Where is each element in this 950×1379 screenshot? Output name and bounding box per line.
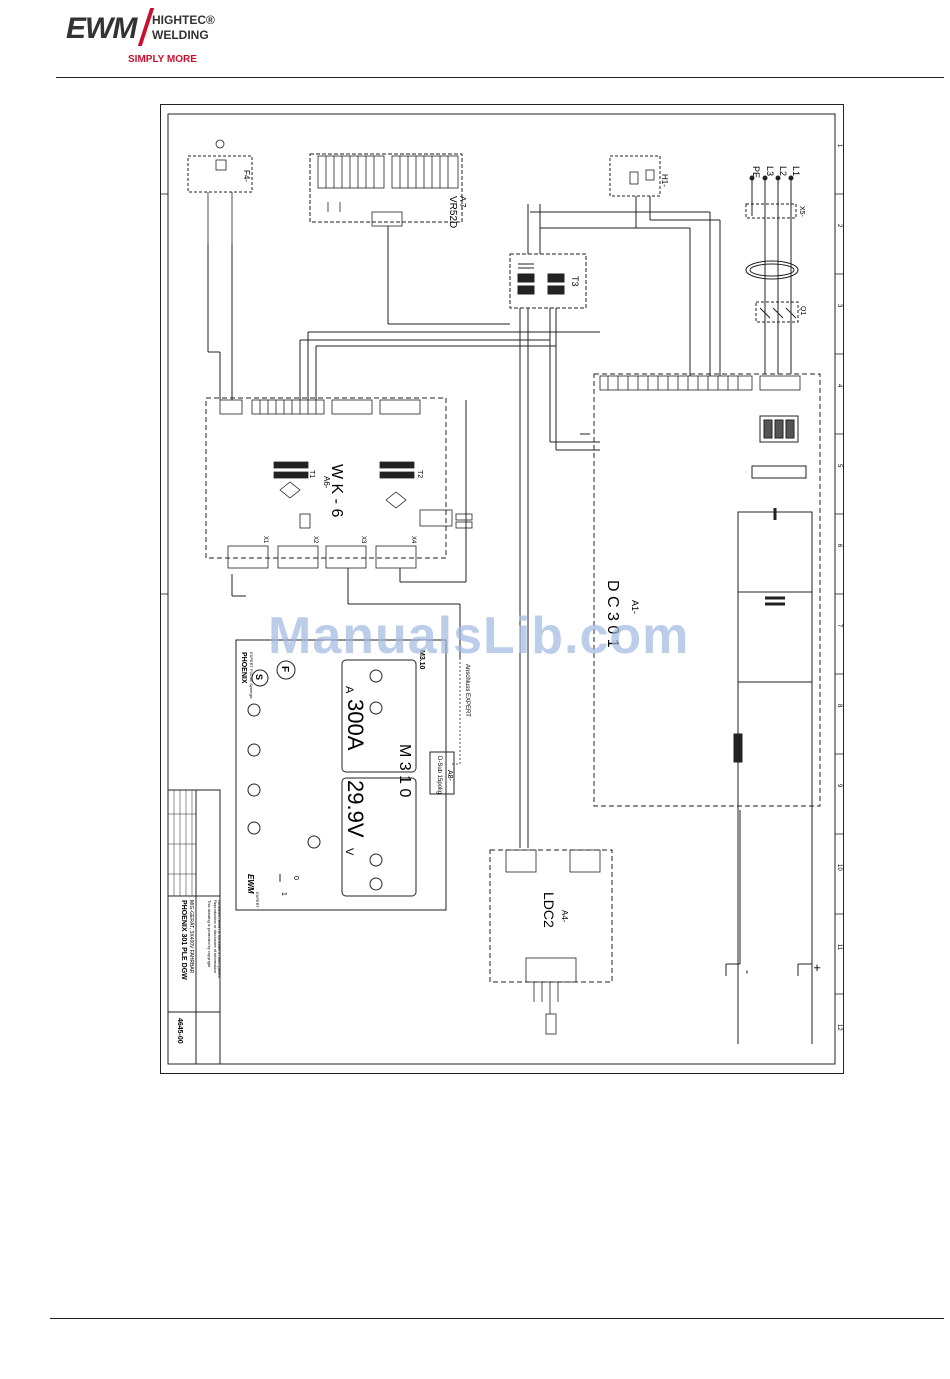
unit-amps: A: [343, 686, 355, 694]
dc301-name: D C 3 0 1: [604, 580, 621, 648]
output-minus: -: [741, 970, 755, 974]
display-current: 300A: [343, 699, 368, 751]
page-header: EWM HIGHTEC® WELDING SIMPLY MORE: [0, 0, 950, 80]
grid-number: 6: [836, 544, 842, 548]
t1-label: T1: [308, 470, 315, 478]
mains-label-l3: L3: [765, 166, 775, 176]
dc301-module: D C 3 0 1 A1-: [593, 373, 821, 1044]
grid-number: 7: [836, 624, 842, 628]
vr52d-name: VR52D: [447, 196, 458, 228]
wk6-module: W K - 6 A6- T1 T2 X1 X2 X3 X4: [205, 397, 473, 569]
m310-name: M 3 1 0: [396, 744, 413, 797]
grid-number: 9: [836, 784, 842, 788]
output-terminals: - +: [725, 963, 825, 976]
copyright-line-1: This drawing is protected by copyright: [207, 900, 212, 968]
outer-frame: [160, 104, 844, 1074]
panel-ewm: EWM: [246, 874, 255, 894]
grid-number: 3: [836, 304, 842, 308]
panel-brand: PHOENIX: [240, 652, 247, 684]
m310-ref: A8-: [446, 770, 453, 782]
h1-label: H1-: [660, 174, 669, 187]
t3-label: T3: [570, 276, 580, 287]
logo-hightec: HIGHTEC®: [152, 13, 215, 27]
ldc2-module: LDC2 A4-: [489, 849, 613, 1035]
footer-rule: [50, 1318, 944, 1319]
f4-fuse: F4-: [187, 139, 253, 244]
inner-frame: [167, 113, 836, 1065]
button-f-circle: [276, 660, 296, 680]
grid-number: 10: [836, 864, 842, 871]
wk6-name: W K - 6: [328, 464, 345, 517]
dsub-plug: [429, 751, 455, 795]
logo-word: EWM: [66, 12, 137, 45]
plug-x3: X3: [360, 536, 366, 544]
panel-brand-sub: EXPERT PULSE Synergic: [249, 652, 254, 699]
h1-lamp: H1-: [609, 155, 669, 197]
panel-model: M3.10: [418, 650, 425, 670]
mains-input: PE L3 L2 L1 X5- Q1: [745, 166, 806, 374]
anschluss-label: Anschluss EXPERT: [464, 664, 470, 717]
logo-tagline: SIMPLY MORE: [128, 54, 197, 65]
plug-x1: X1: [262, 536, 268, 544]
copyright-line-2: Reproduction or disclosure of informatio…: [213, 900, 218, 973]
panel-zero: 0: [292, 876, 299, 880]
button-s-circle: [251, 669, 269, 687]
plug-x4: X4: [410, 536, 416, 544]
title-block: This drawing is protected by copyright R…: [167, 789, 222, 1065]
m310-panel: 300A 29.9V A V M 3 1 0 M3.10 PHOENIX EXP…: [235, 639, 447, 911]
title-sub: MIG-GERÄT, 3X400V FAHRBAR: [188, 900, 195, 974]
output-plus: +: [810, 964, 825, 972]
grid-number: 2: [836, 224, 842, 228]
grid-number: 8: [836, 704, 842, 708]
x5-label: X5-: [798, 206, 805, 218]
drawing-number: 4645-00: [176, 1018, 183, 1044]
panel-expert: EXPERT: [255, 892, 260, 908]
grid-ticks: [160, 193, 844, 995]
ldc2-ref: A4-: [560, 910, 569, 923]
wk6-ref: A6-: [322, 476, 331, 489]
grid-number: 5: [836, 464, 842, 468]
display-voltage: 29.9V: [343, 780, 368, 838]
grid-number: 11: [836, 944, 842, 951]
dc301-ref: A1-: [630, 600, 640, 614]
ewm-logo: EWM HIGHTEC® WELDING SIMPLY MORE: [66, 8, 226, 70]
logo-welding: WELDING: [152, 28, 209, 42]
grid-number: 4: [836, 384, 842, 388]
t3-transformer: T3: [509, 253, 587, 309]
grid-number: 12: [836, 1024, 842, 1031]
ldc2-name: LDC2: [541, 892, 557, 928]
vr52d-module: VR52D A 7-: [309, 153, 467, 228]
t2-label: T2: [416, 470, 423, 478]
vr52d-ref: A 7-: [458, 196, 467, 211]
button-s-label: S: [254, 674, 264, 680]
grid-number: 1: [836, 144, 842, 148]
copyright-line-3: contained herein is forbidden in third p…: [217, 900, 222, 978]
mains-label-l2: L2: [778, 166, 788, 176]
plug-x2: X2: [312, 536, 318, 544]
panel-one: 1: [280, 892, 287, 896]
f4-label: F4-: [242, 170, 251, 182]
dsub-label: D-Sub 15polig: [436, 756, 442, 794]
button-f-label: F: [279, 666, 290, 672]
panel-cable: [347, 574, 461, 765]
mains-label-l1: L1: [791, 166, 801, 176]
mains-label-pe: PE: [751, 166, 761, 178]
title-main: PHOENIX 301 PLE DGW: [180, 900, 187, 980]
q1-label: Q1: [799, 306, 806, 315]
header-rule: [56, 77, 944, 78]
unit-volts: V: [343, 848, 355, 856]
